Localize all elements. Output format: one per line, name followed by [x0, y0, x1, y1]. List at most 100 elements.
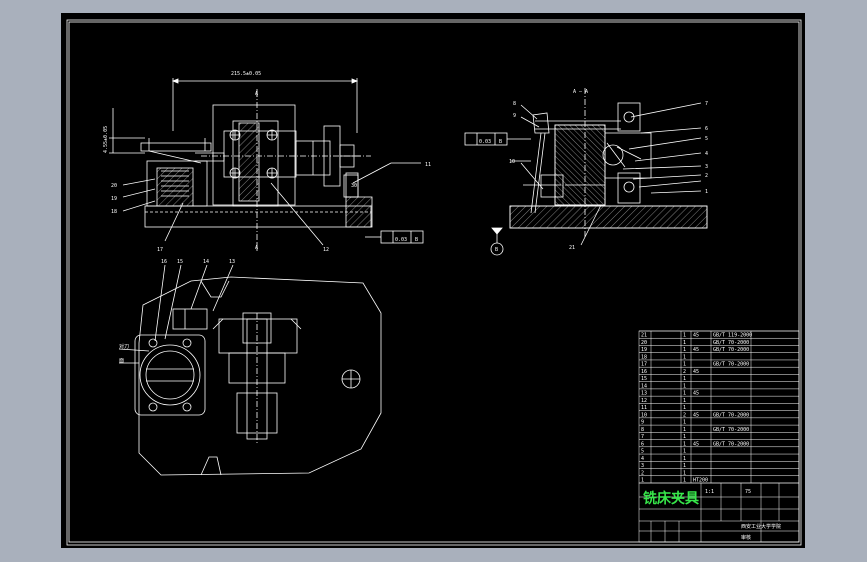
bom-cell: 1	[683, 398, 686, 404]
bom-cell: GB/T 70-2000	[713, 412, 749, 418]
outer-border	[66, 19, 802, 546]
bom-cell: 1	[683, 449, 686, 455]
balloon-20: 20	[111, 183, 117, 189]
balloon-5: 5	[705, 136, 708, 142]
sheet-value: 75	[745, 489, 751, 495]
bom-cell: GB/T 70-2000	[713, 362, 749, 368]
tol-a-value: 0.03	[479, 139, 491, 145]
bom-cell: 45	[693, 412, 699, 418]
bom-cell: 1	[683, 420, 686, 426]
bom-cell: 16	[641, 369, 647, 375]
bom-cell: 4	[641, 456, 644, 462]
balloon-4: 4	[705, 151, 708, 157]
bom-cell: 1	[683, 463, 686, 469]
bom-cell: HT200	[693, 478, 708, 484]
drawing-title: 铣床夹具	[643, 490, 699, 507]
tol-a-ref: B	[499, 139, 502, 145]
bom-cell: 1	[683, 405, 686, 411]
bom-cell: 14	[641, 383, 647, 389]
balloon-16: 16	[161, 259, 167, 265]
bom-cell: 1	[683, 391, 686, 397]
label-duidao: 对刀	[119, 343, 129, 350]
section-title: A — A	[573, 89, 588, 95]
bom-cell: 2	[683, 369, 686, 375]
bom-cell: 1	[683, 470, 686, 476]
balloon-3: 3	[705, 164, 708, 170]
balloon-15: 15	[177, 259, 183, 265]
bom-cell: 8	[641, 427, 644, 433]
bom-cell: 1	[683, 333, 686, 339]
bom-cell: 13	[641, 391, 647, 397]
bom-cell: 1	[683, 347, 686, 353]
bom-cell: 1	[683, 340, 686, 346]
bom-cell: GB/T 119-2000	[713, 333, 752, 339]
section-mark-top: A	[255, 91, 258, 97]
bom-cell: 45	[693, 441, 699, 447]
balloon-12: 12	[323, 247, 329, 253]
bom-cell: GB/T 70-2000	[713, 340, 749, 346]
bom-cell: 12	[641, 398, 647, 404]
left-dimension: 4.55±0.05	[103, 126, 109, 153]
balloon-21: 21	[569, 245, 575, 251]
balloon-10: 10	[509, 159, 515, 165]
bom-cell: 2	[641, 470, 644, 476]
bom-cell: 5	[641, 449, 644, 455]
balloon-6: 6	[705, 126, 708, 132]
bom-cell: 45	[693, 347, 699, 353]
bom-cell: 1	[683, 441, 686, 447]
base-plate	[144, 205, 372, 228]
bom-cell: 17	[641, 362, 647, 368]
balloon-9a: 9	[513, 113, 516, 119]
balloon-2: 2	[705, 173, 708, 179]
bom-cell: 11	[641, 405, 647, 411]
top-dimension: 215.5±0.05	[231, 71, 261, 77]
bom-cell: 19	[641, 347, 647, 353]
school-name: 西安工业大学学院	[741, 523, 781, 530]
title-block	[638, 482, 800, 543]
bom-cell: 9	[641, 420, 644, 426]
bom-cell: 6	[641, 441, 644, 447]
bom-cell: 1	[683, 354, 686, 360]
label-mian: 面	[119, 358, 124, 364]
plan-outline	[138, 276, 382, 476]
balloon-1: 1	[705, 189, 708, 195]
plan-view	[118, 264, 382, 476]
bom-cell: 3	[641, 463, 644, 469]
bom-cell: 1	[683, 456, 686, 462]
side-section-view	[464, 88, 708, 256]
datum-b: B	[495, 247, 498, 253]
bom-cell: 20	[641, 340, 647, 346]
bom-cell: 1	[683, 434, 686, 440]
front-view	[109, 78, 424, 251]
bom-cell: 45	[693, 333, 699, 339]
bom-cell: GB/T 70-2000	[713, 427, 749, 433]
review-mark: 审核	[741, 534, 751, 541]
bom-cell: 1	[683, 478, 686, 484]
bom-cell: 18	[641, 354, 647, 360]
support-column	[212, 104, 296, 206]
balloon-19: 19	[111, 196, 117, 202]
balloon-11: 11	[425, 162, 431, 168]
tol-b-ref: B	[415, 237, 418, 243]
tol-b-value: 0.03	[395, 237, 407, 243]
scale-value: 1:1	[705, 489, 714, 495]
inner-border	[68, 21, 800, 543]
bom-cell: 15	[641, 376, 647, 382]
bom-frame	[638, 330, 800, 484]
bom-cell: 2	[683, 412, 686, 418]
bom-cell: 7	[641, 434, 644, 440]
bom-cell: 10	[641, 412, 647, 418]
bom-cell: GB/T 70-2000	[713, 347, 749, 353]
balloon-14: 14	[203, 259, 209, 265]
bom-cell: 1	[641, 478, 644, 484]
dim-30: 30	[351, 183, 357, 189]
bom-cell: 21	[641, 333, 647, 339]
balloon-13: 13	[229, 259, 235, 265]
section-mark-bottom: A	[255, 245, 258, 251]
bom-cell: GB/T 70-2000	[713, 441, 749, 447]
balloon-17: 17	[157, 247, 163, 253]
bom-cell: 1	[683, 427, 686, 433]
balloon-18: 18	[111, 209, 117, 215]
